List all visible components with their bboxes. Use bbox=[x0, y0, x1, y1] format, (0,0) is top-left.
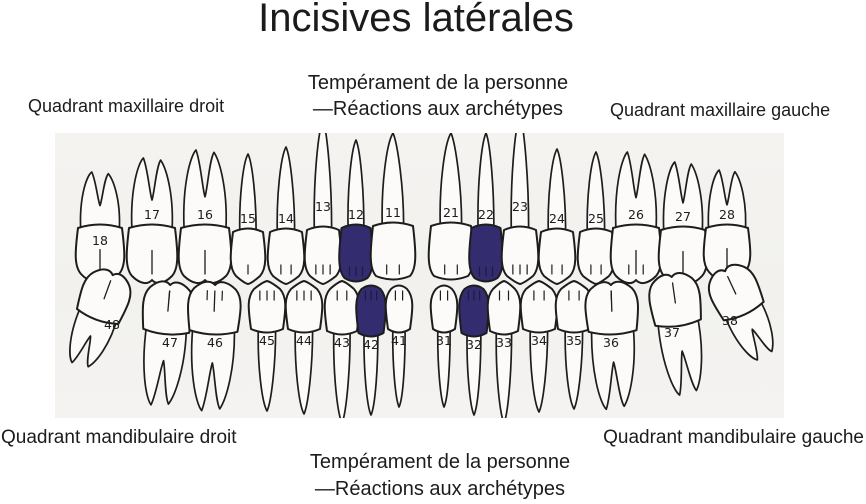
tooth-number-18: 18 bbox=[92, 233, 108, 248]
tooth-43 bbox=[323, 280, 361, 418]
tooth-25 bbox=[576, 151, 616, 285]
tooth-number-35: 35 bbox=[566, 333, 582, 348]
tooth-37 bbox=[648, 271, 703, 396]
tooth-34 bbox=[519, 280, 559, 413]
tooth-21 bbox=[427, 133, 475, 281]
tooth-number-26: 26 bbox=[628, 207, 644, 222]
tooth-number-11: 11 bbox=[385, 205, 401, 220]
label-quadrant-maxillary-left: Quadrant maxillaire gauche bbox=[610, 100, 831, 120]
tooth-number-21: 21 bbox=[443, 205, 459, 220]
tooth-14 bbox=[266, 146, 306, 285]
tooth-number-47: 47 bbox=[162, 335, 178, 350]
dental-chart-scan: 18 17 16 15 14 13 12 11 21 22 23 24 25 26 27 28 48 47 46 45… bbox=[55, 133, 784, 418]
teeth-diagram: 18 17 16 15 14 13 12 11 21 22 23 24 25 26 27 28 48 47 46 45… bbox=[69, 133, 774, 418]
archetypes-line-top: —Réactions aux archétypes bbox=[312, 98, 564, 120]
temperament-line-bottom: Tempérament de la personne bbox=[309, 451, 571, 473]
temperament-line-top: Tempérament de la personne bbox=[307, 72, 569, 94]
tooth-27 bbox=[657, 161, 709, 285]
tooth-33 bbox=[486, 280, 522, 418]
tooth-16 bbox=[177, 149, 233, 285]
tooth-35 bbox=[554, 280, 594, 410]
tooth-number-27: 27 bbox=[675, 209, 691, 224]
page-title: Incisives latérales bbox=[258, 0, 574, 40]
tooth-22 bbox=[468, 133, 504, 283]
tooth-18 bbox=[74, 171, 126, 283]
archetypes-line-bottom: —Réactions aux archétypes bbox=[314, 478, 566, 500]
tooth-number-28: 28 bbox=[719, 207, 735, 222]
tooth-number-31: 31 bbox=[436, 333, 452, 348]
tooth-23 bbox=[500, 133, 540, 285]
tooth-number-42: 42 bbox=[363, 337, 379, 352]
tooth-number-41: 41 bbox=[391, 333, 407, 348]
tooth-26 bbox=[609, 151, 663, 285]
tooth-number-15: 15 bbox=[240, 211, 256, 226]
tooth-11 bbox=[369, 133, 417, 281]
tooth-number-43: 43 bbox=[334, 335, 350, 350]
tooth-number-16: 16 bbox=[197, 207, 213, 222]
tooth-28 bbox=[702, 169, 752, 281]
tooth-number-33: 33 bbox=[496, 335, 512, 350]
tooth-number-14: 14 bbox=[278, 211, 294, 226]
tooth-number-25: 25 bbox=[588, 211, 604, 226]
tooth-number-32: 32 bbox=[466, 337, 482, 352]
label-quadrant-maxillary-right: Quadrant maxillaire droit bbox=[28, 96, 225, 116]
tooth-number-34: 34 bbox=[531, 333, 547, 348]
tooth-number-17: 17 bbox=[144, 207, 160, 222]
tooth-47 bbox=[141, 280, 195, 406]
tooth-32 bbox=[458, 284, 490, 416]
tooth-number-24: 24 bbox=[549, 211, 565, 226]
tooth-number-44: 44 bbox=[296, 333, 312, 348]
tooth-number-38: 38 bbox=[722, 313, 738, 328]
tooth-number-46: 46 bbox=[207, 335, 223, 350]
top-center-caption: Tempérament de la personne —Réactions au… bbox=[308, 70, 568, 122]
tooth-31 bbox=[429, 284, 459, 408]
tooth-13 bbox=[303, 133, 343, 285]
tooth-41 bbox=[384, 284, 414, 408]
tooth-number-12: 12 bbox=[348, 207, 364, 222]
label-quadrant-mandibular-right: Quadrant mandibulaire droit bbox=[1, 427, 237, 448]
tooth-38 bbox=[707, 263, 774, 361]
tooth-12 bbox=[338, 139, 374, 283]
tooth-46 bbox=[186, 280, 242, 412]
tooth-36 bbox=[584, 280, 640, 411]
tooth-15 bbox=[229, 153, 267, 285]
tooth-number-37: 37 bbox=[664, 325, 680, 340]
tooth-number-13: 13 bbox=[315, 199, 331, 214]
tooth-24 bbox=[537, 148, 577, 285]
tooth-number-23: 23 bbox=[512, 199, 528, 214]
tooth-42 bbox=[355, 284, 387, 416]
tooth-number-48: 48 bbox=[104, 317, 120, 332]
tooth-number-36: 36 bbox=[603, 335, 619, 350]
bottom-center-caption: Tempérament de la personne —Réactions au… bbox=[310, 449, 570, 503]
tooth-48 bbox=[69, 268, 132, 368]
tooth-number-22: 22 bbox=[478, 207, 494, 222]
tooth-45 bbox=[247, 280, 287, 412]
label-quadrant-mandibular-left: Quadrant mandibulaire gauche bbox=[603, 427, 864, 448]
tooth-number-45: 45 bbox=[259, 333, 275, 348]
tooth-44 bbox=[284, 280, 324, 415]
